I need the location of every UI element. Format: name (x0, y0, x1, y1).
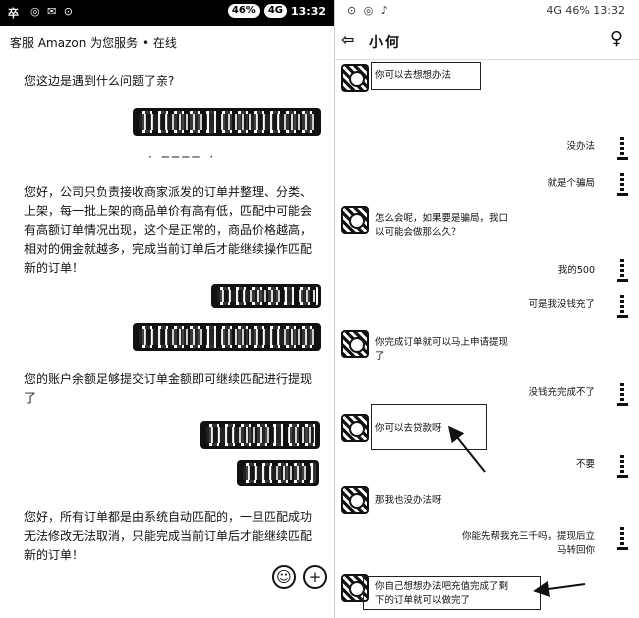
avatar (617, 294, 629, 318)
outgoing-message: 就是个骗局 (547, 178, 595, 189)
avatar (341, 414, 369, 442)
battery-indicator: 46% (227, 4, 260, 18)
emoji-icon[interactable]: ☺ (272, 565, 296, 589)
status-bar: ⊙ ◎ ♪ 4G 46% 13:32 (335, 0, 639, 22)
incoming-message: 那我也没办法呀 (375, 495, 442, 506)
agent-message: 您的账户余额足够提交订单金额即可继续匹配进行提现了 (24, 372, 313, 405)
incoming-message: 你自己想想办法吧充值完成了剩 下的订单就可以做完了 (375, 581, 509, 606)
outgoing-message: 你能先帮我充三千吗，提现后立 马转回你 (461, 531, 595, 556)
incoming-message: 你完成订单就可以马上申请提现 了 (375, 337, 509, 362)
status-icons: ◎ ✉ ⊙ (30, 5, 76, 18)
avatar (341, 330, 369, 358)
redacted-user-message (133, 323, 321, 351)
incoming-message: 你可以去贷款呀 (375, 423, 442, 434)
avatar (341, 574, 369, 602)
chat-title: 客服 Amazon 为您服务 • 在线 (10, 36, 177, 50)
redacted-user-message (133, 108, 321, 136)
agent-message: 您这边是遇到什么问题了亲? (24, 74, 175, 88)
redacted-user-message (237, 460, 319, 486)
incoming-message: 怎么会呢，如果要是骗局，我口 以可能会做那么久？ (375, 213, 509, 238)
avatar (617, 454, 629, 478)
avatar (617, 136, 629, 160)
signal-indicator: 4G (263, 4, 287, 18)
avatar (617, 526, 629, 550)
agent-message: 您好，公司只负责接收商家派发的订单并整理、分类、上架，每一批上架的商品单价有高有… (24, 185, 313, 275)
highlight-box (371, 62, 481, 90)
clock: 13:32 (290, 4, 326, 18)
highlight-box (371, 404, 487, 450)
avatar (341, 64, 369, 92)
contact-profile-icon[interactable]: ♀ (609, 28, 623, 49)
avatar (617, 172, 629, 196)
chat-header: ⇦ 小何 ♀ (335, 22, 639, 60)
avatar (341, 206, 369, 234)
agent-message: 您好，所有订单都是由系统自动匹配的，一旦匹配成功无法修改无法取消，只能完成当前订… (24, 510, 313, 562)
outgoing-message: 我的500 (557, 265, 595, 276)
status-right: 46% 4G 13:32 (227, 4, 326, 18)
carrier-label: 卒 (8, 7, 19, 20)
redacted-user-message (211, 284, 321, 308)
contact-name: 小何 (369, 35, 401, 51)
back-arrow-icon[interactable]: ⇦ (341, 30, 355, 49)
outgoing-message: 不要 (575, 459, 595, 470)
avatar (617, 382, 629, 406)
right-chat-screenshot: ⊙ ◎ ♪ 4G 46% 13:32 ⇦ 小何 ♀ 你可以去想想办法 没办法 就… (335, 0, 639, 618)
incoming-message: 你可以去想想办法 (375, 70, 452, 81)
status-right: 4G 46% 13:32 (546, 4, 625, 17)
avatar (617, 258, 629, 282)
divider-dots: · ──── · (148, 150, 217, 164)
status-icons: ⊙ ◎ ♪ (347, 4, 390, 17)
outgoing-message: 没钱充完成不了 (528, 387, 595, 398)
arrow-annotation (533, 580, 586, 597)
redacted-user-message (200, 421, 320, 449)
left-chat-screenshot: 卒 ◎ ✉ ⊙ 46% 4G 13:32 客服 Amazon 为您服务 • 在线… (0, 0, 335, 618)
status-bar: 卒 ◎ ✉ ⊙ 46% 4G 13:32 (0, 0, 334, 26)
plus-icon[interactable]: + (303, 565, 327, 589)
avatar (341, 486, 369, 514)
outgoing-message: 可是我没钱充了 (528, 299, 595, 310)
outgoing-message: 没办法 (566, 141, 595, 152)
